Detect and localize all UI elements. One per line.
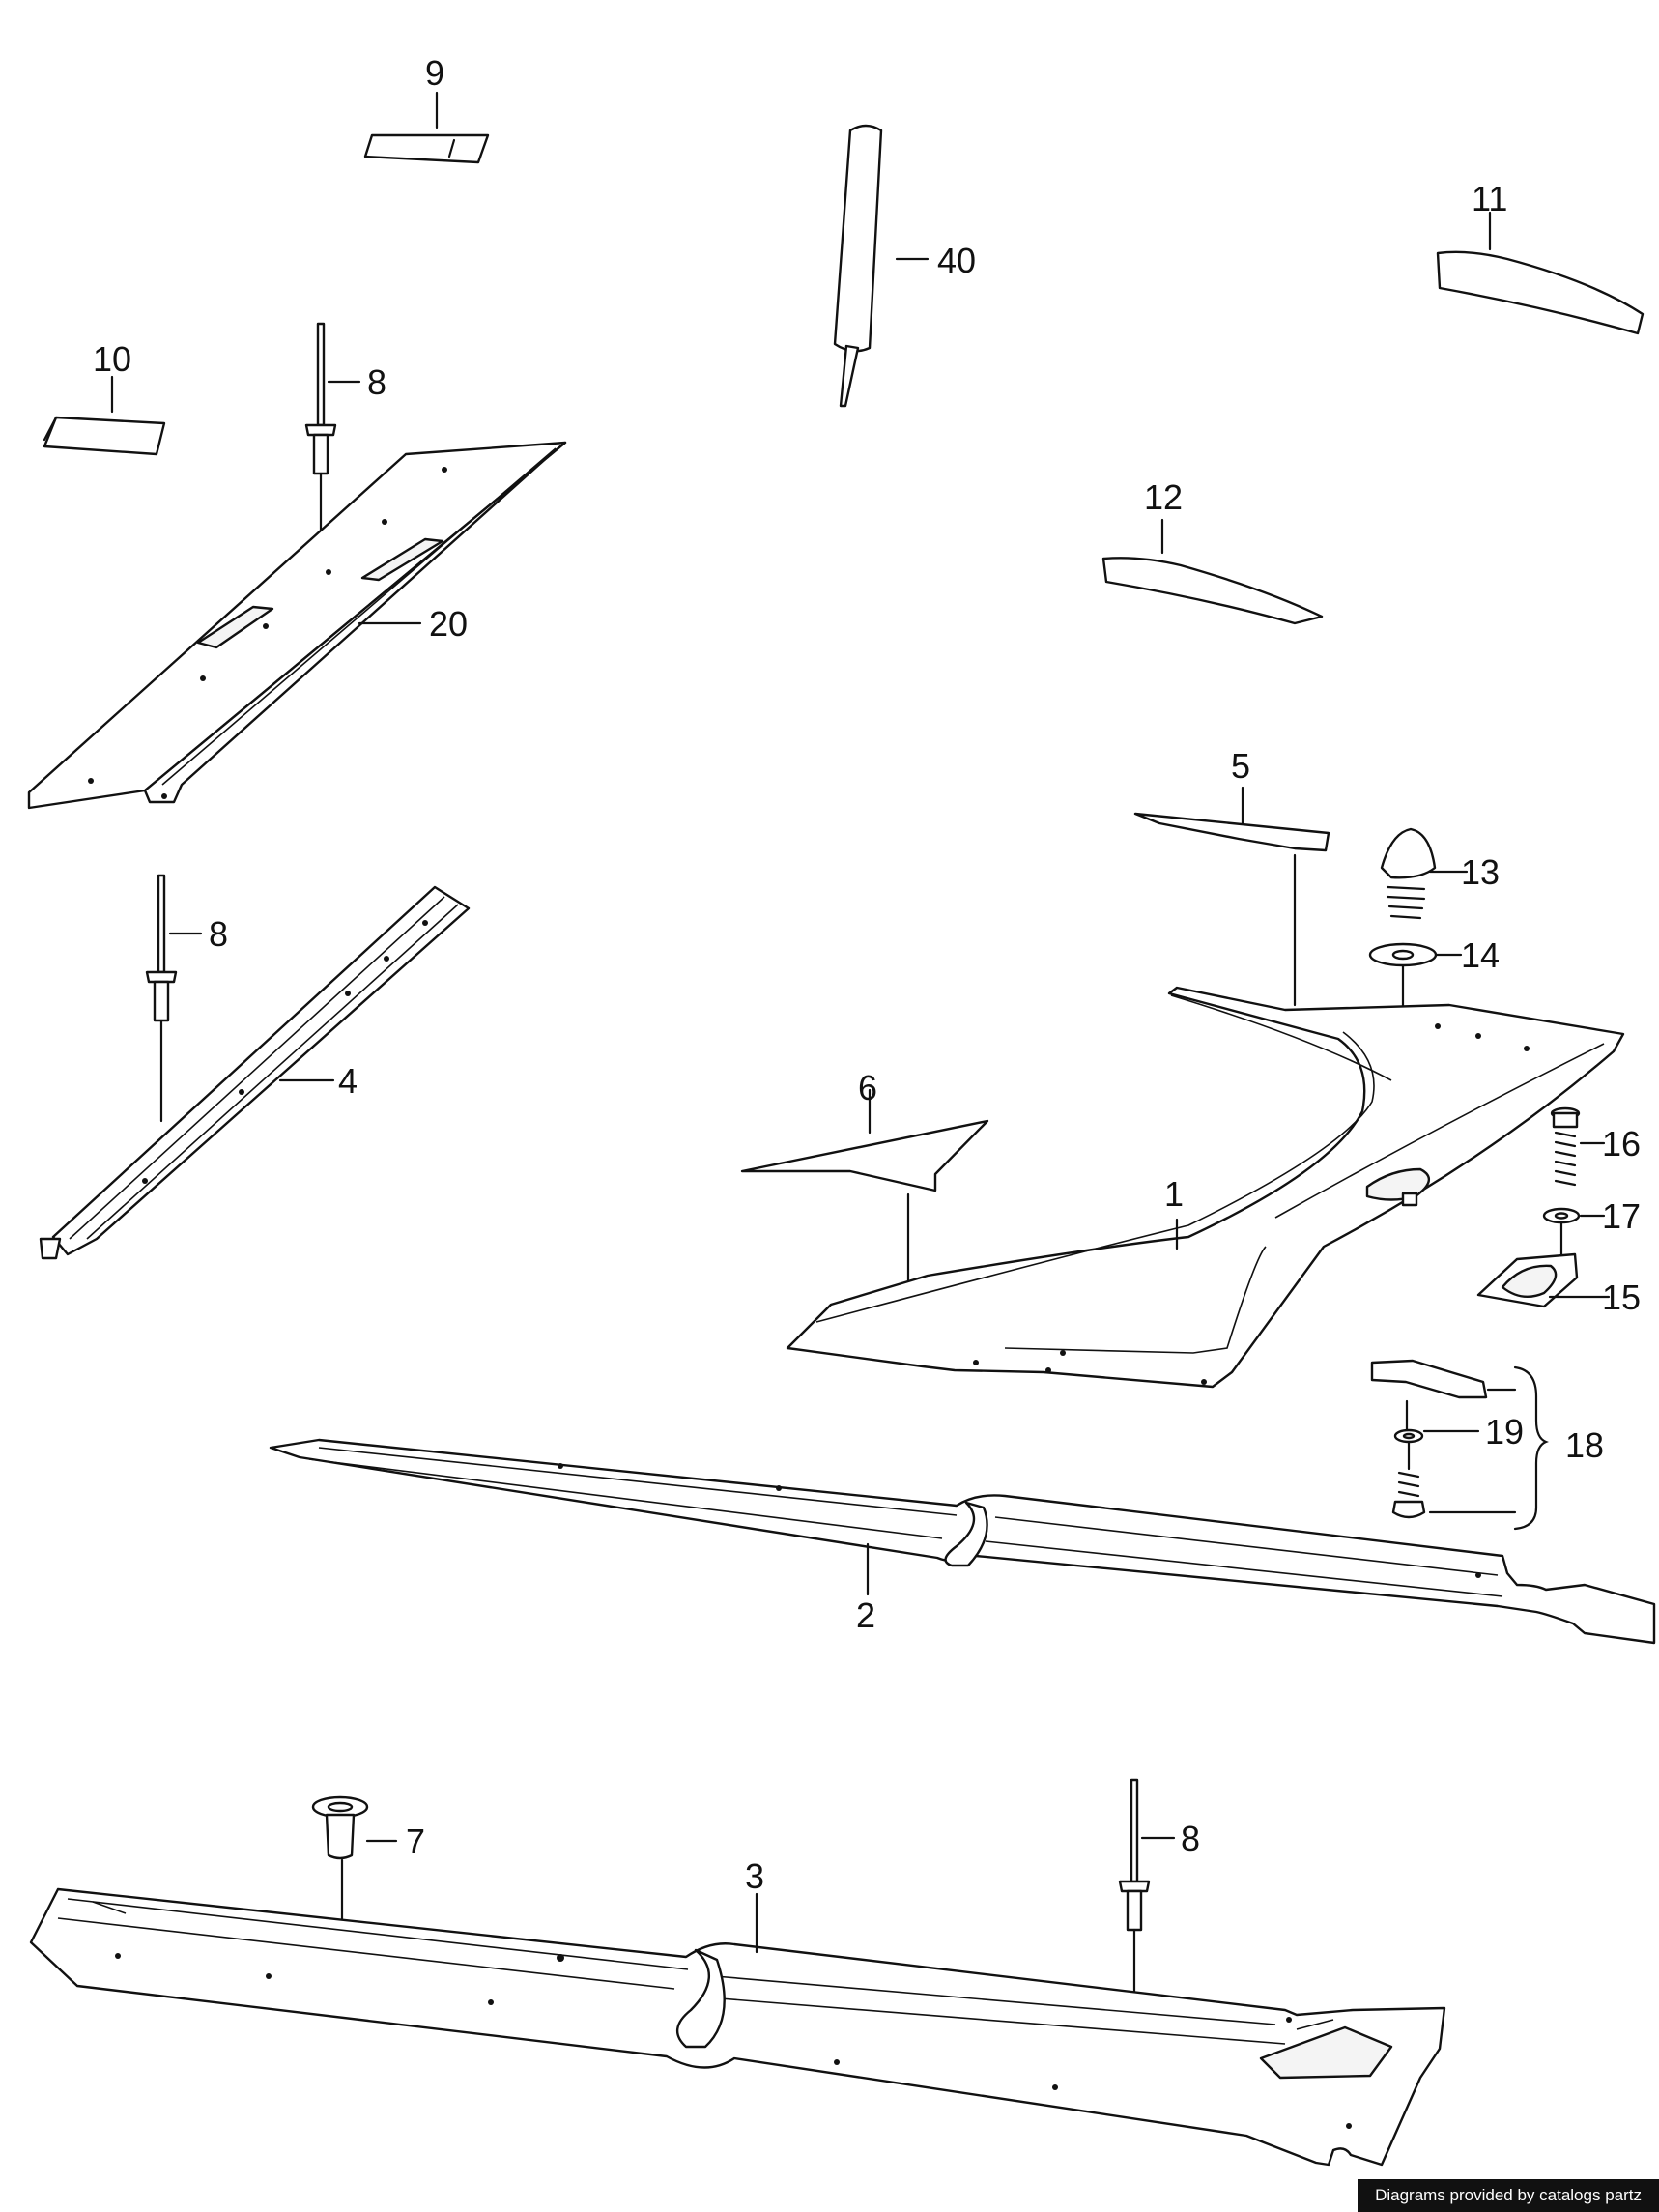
part-40-tube[interactable] bbox=[833, 124, 883, 408]
part-18-rubber-mount[interactable] bbox=[1391, 1471, 1426, 1519]
callout-8-upper: 8 bbox=[367, 362, 386, 402]
credit-label: Diagrams provided by catalogs partz bbox=[1358, 2179, 1659, 2212]
callout-12: 12 bbox=[1144, 477, 1183, 517]
part-17-washer[interactable] bbox=[1542, 1207, 1581, 1224]
callout-15: 15 bbox=[1602, 1278, 1641, 1317]
callout-9: 9 bbox=[425, 53, 444, 93]
callout-3: 3 bbox=[745, 1856, 764, 1896]
part-1-crossmember[interactable] bbox=[786, 986, 1625, 1389]
callout-1: 1 bbox=[1164, 1174, 1184, 1214]
part-10-block[interactable] bbox=[43, 416, 166, 456]
callout-13: 13 bbox=[1461, 852, 1500, 892]
part-18-bracket[interactable] bbox=[1370, 1359, 1488, 1399]
callout-14: 14 bbox=[1461, 935, 1500, 975]
callout-4: 4 bbox=[338, 1061, 358, 1101]
part-19-bushing[interactable] bbox=[1393, 1428, 1424, 1444]
callout-17: 17 bbox=[1602, 1196, 1641, 1236]
callout-5: 5 bbox=[1231, 746, 1250, 786]
part-9-block[interactable] bbox=[363, 133, 490, 164]
part-13-buffer[interactable] bbox=[1380, 827, 1437, 920]
callout-11: 11 bbox=[1472, 179, 1507, 218]
callout-8-middle: 8 bbox=[209, 914, 228, 954]
callout-18: 18 bbox=[1565, 1425, 1604, 1465]
part-2-rail[interactable] bbox=[269, 1438, 1656, 1645]
part-8-rivet-upper[interactable] bbox=[304, 322, 337, 475]
part-3-sill[interactable] bbox=[29, 1887, 1446, 2167]
part-8-rivet-lower[interactable] bbox=[1118, 1778, 1151, 1932]
callout-7: 7 bbox=[406, 1822, 425, 1861]
part-7-grommet[interactable] bbox=[311, 1795, 369, 1860]
callout-2: 2 bbox=[856, 1595, 875, 1635]
part-12-trim[interactable] bbox=[1101, 557, 1324, 625]
part-20-panel[interactable] bbox=[27, 441, 567, 810]
callout-40: 40 bbox=[937, 241, 976, 280]
part-4-rail[interactable] bbox=[39, 885, 471, 1260]
callout-20: 20 bbox=[429, 604, 468, 644]
part-15-plate[interactable] bbox=[1476, 1252, 1579, 1308]
part-5-gusset[interactable] bbox=[1133, 812, 1330, 852]
part-16-bolt[interactable] bbox=[1550, 1106, 1581, 1187]
callout-16: 16 bbox=[1602, 1124, 1641, 1163]
callout-10: 10 bbox=[93, 339, 131, 379]
part-11-trim[interactable] bbox=[1436, 250, 1645, 335]
part-6-gusset[interactable] bbox=[740, 1119, 989, 1192]
callout-8-lower: 8 bbox=[1181, 1819, 1200, 1858]
callout-6: 6 bbox=[858, 1068, 877, 1107]
callout-19: 19 bbox=[1485, 1412, 1524, 1451]
part-14-washer[interactable] bbox=[1368, 942, 1438, 967]
part-8-rivet-middle[interactable] bbox=[145, 874, 178, 1022]
